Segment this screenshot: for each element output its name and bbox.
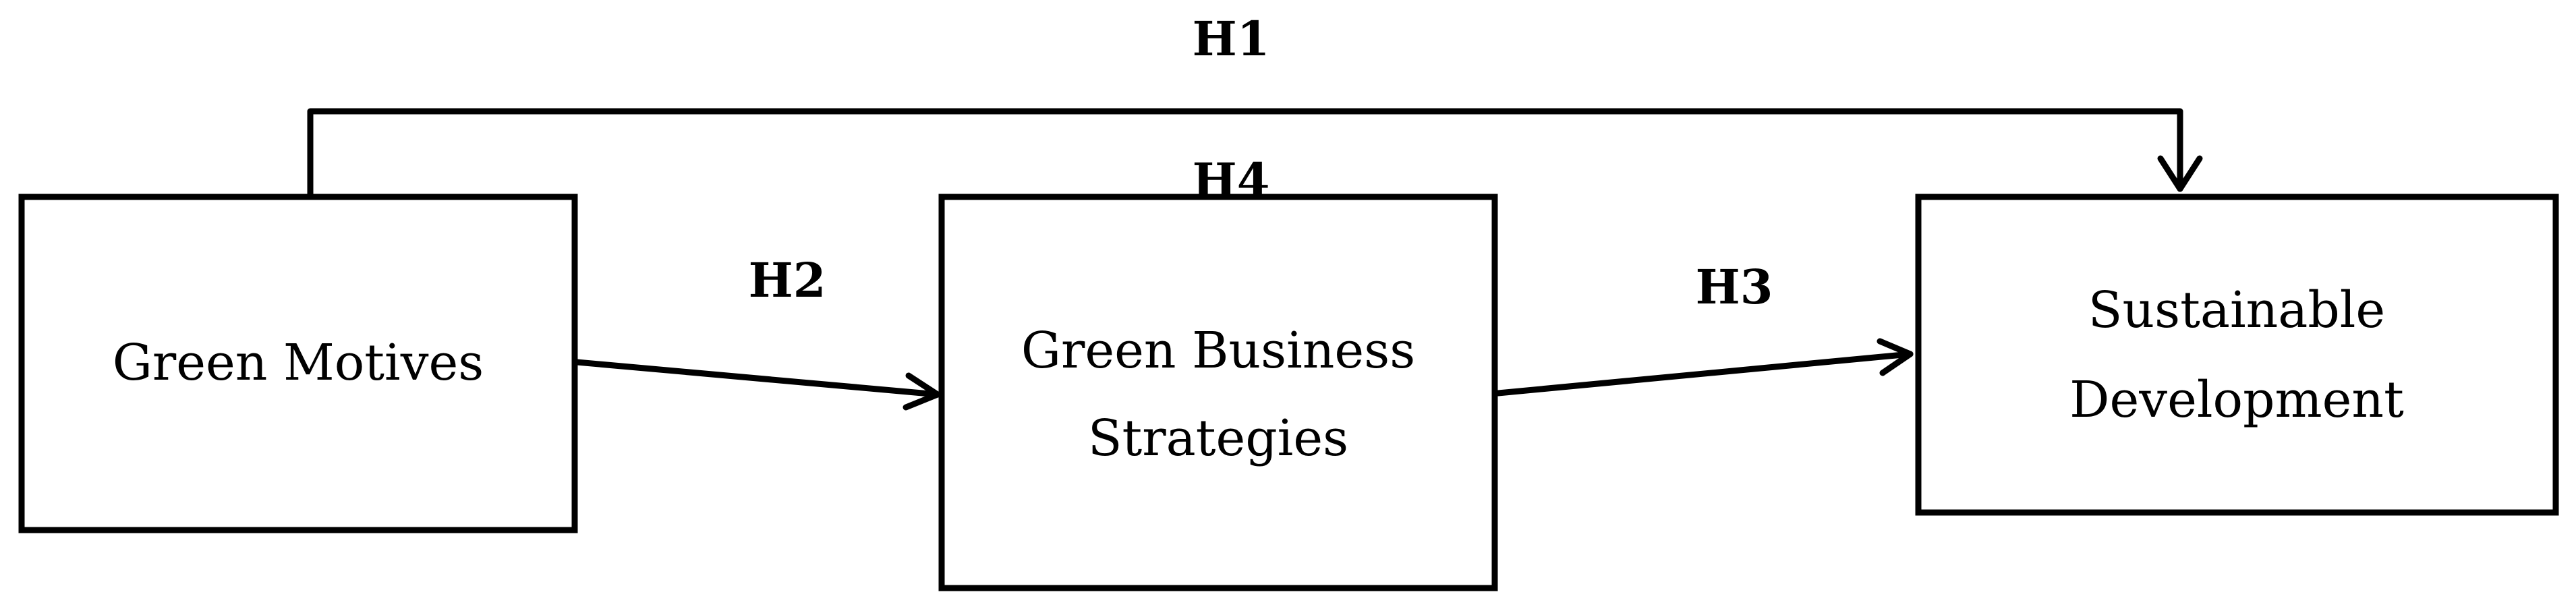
hypothesis-label-h3: H3 [1696, 259, 1773, 315]
hypothesis-label-h2: H2 [749, 252, 826, 308]
node-green-business-strategies-box [938, 194, 1498, 591]
edge-h1 [307, 108, 2183, 199]
node-green-business-strategies: Green Business Strategies [938, 194, 1498, 591]
edge-h3 [1495, 351, 1914, 397]
node-green-motives-box [18, 194, 578, 533]
node-green-motives: Green Motives [18, 194, 578, 533]
hypothesis-label-h4: H4 [1193, 152, 1270, 208]
node-green-business-strategies-label-line-1: Green Business [1021, 322, 1415, 380]
hypothesis-label-h1: H1 [1193, 11, 1270, 67]
node-green-business-strategies-label-line-2: Strategies [1088, 409, 1348, 467]
edge-h2-arrowhead [903, 372, 941, 411]
edge-h3-arrowhead [1877, 338, 1914, 376]
node-sustainable-development-box [1915, 194, 2559, 516]
edge-h1-arrowhead [2157, 155, 2203, 192]
node-sustainable-development-label-line-1: Sustainable [2088, 281, 2385, 339]
node-sustainable-development-label-line-2: Development [2069, 371, 2404, 429]
node-green-motives-label: Green Motives [113, 334, 484, 392]
edge-h2 [573, 359, 941, 398]
node-sustainable-development: Sustainable Development [1915, 194, 2559, 516]
